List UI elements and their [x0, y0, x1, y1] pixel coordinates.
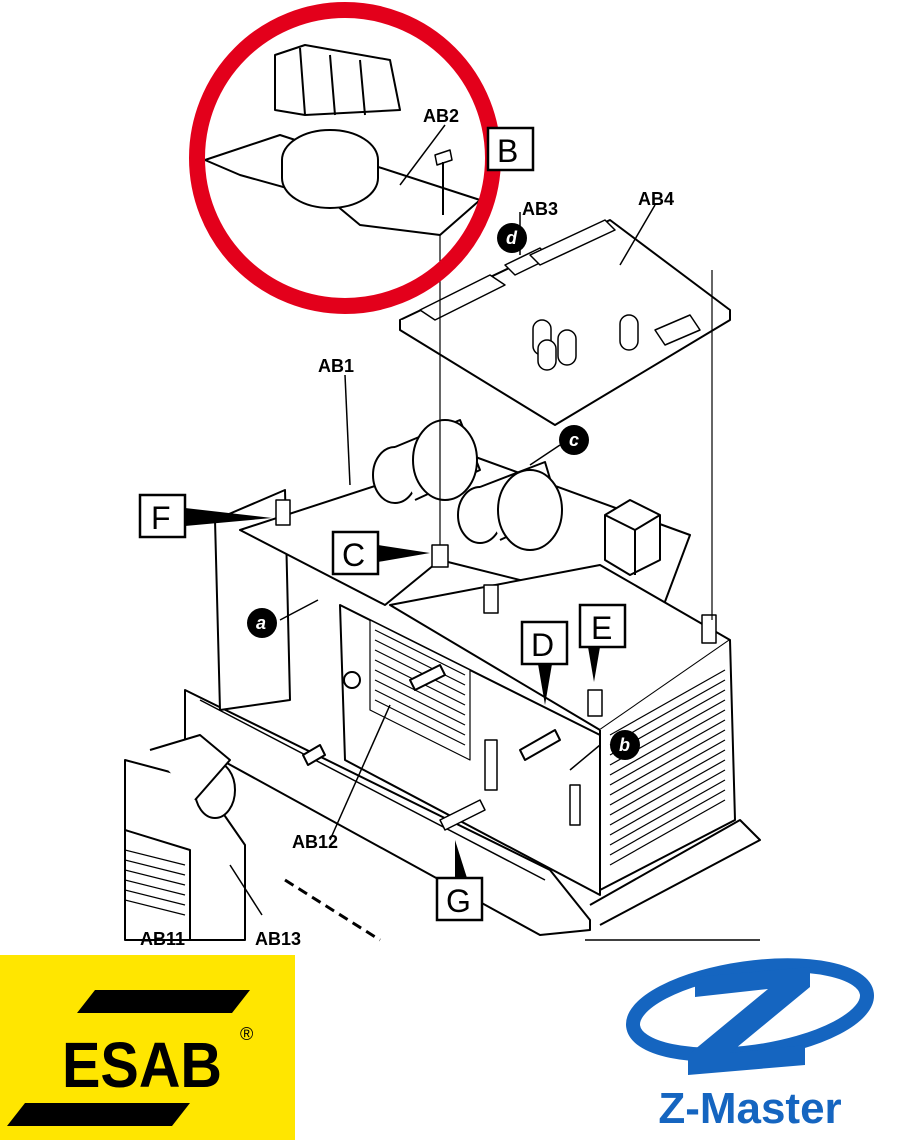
- svg-text:G: G: [446, 883, 471, 919]
- base-tray-right: [589, 819, 761, 926]
- zmaster-logo: Z-Master: [600, 945, 900, 1140]
- circle-letter-c: c: [559, 425, 589, 455]
- box-letter-b: B: [486, 126, 535, 172]
- label-ab3: AB3: [522, 199, 558, 219]
- large-capacitors: [372, 419, 563, 551]
- circle-letter-d: d: [497, 223, 527, 253]
- svg-text:E: E: [591, 610, 612, 646]
- esab-logo-text: ESAB: [62, 1029, 222, 1101]
- box-letter-f: F: [138, 493, 272, 539]
- label-ab4: AB4: [638, 189, 674, 209]
- box-letter-e: E: [578, 603, 627, 682]
- screw: [434, 149, 453, 166]
- circle-letter-a: a: [247, 608, 277, 638]
- label-ab12: AB12: [292, 832, 338, 852]
- svg-text:d: d: [506, 228, 518, 248]
- label-ab1: AB1: [318, 356, 354, 376]
- front-heatsink: [369, 619, 471, 761]
- svg-text:c: c: [569, 430, 579, 450]
- svg-text:D: D: [531, 627, 554, 663]
- label-ab11: AB11: [140, 929, 185, 945]
- label-ab13: AB13: [255, 929, 301, 945]
- standoffs: [275, 499, 717, 717]
- box-letter-d: D: [520, 620, 569, 705]
- registered-mark: ®: [240, 1024, 253, 1044]
- box-letter-c: C: [331, 530, 430, 576]
- svg-text:B: B: [497, 133, 518, 169]
- svg-text:b: b: [619, 735, 630, 755]
- svg-text:F: F: [151, 500, 171, 536]
- zmaster-logo-text: Z-Master: [658, 1084, 841, 1133]
- exploded-assembly-diagram: AB2 AB3 AB4 AB1 AB12 AB13 AB11 B F C D E…: [124, 2, 761, 945]
- svg-text:C: C: [342, 537, 365, 573]
- label-ab2: AB2: [423, 106, 459, 126]
- box-letter-g: G: [435, 840, 484, 922]
- esab-logo: ESAB ®: [0, 955, 295, 1140]
- circle-letter-b: b: [610, 730, 640, 760]
- svg-text:a: a: [256, 613, 266, 633]
- transformer-blocks: [274, 44, 401, 116]
